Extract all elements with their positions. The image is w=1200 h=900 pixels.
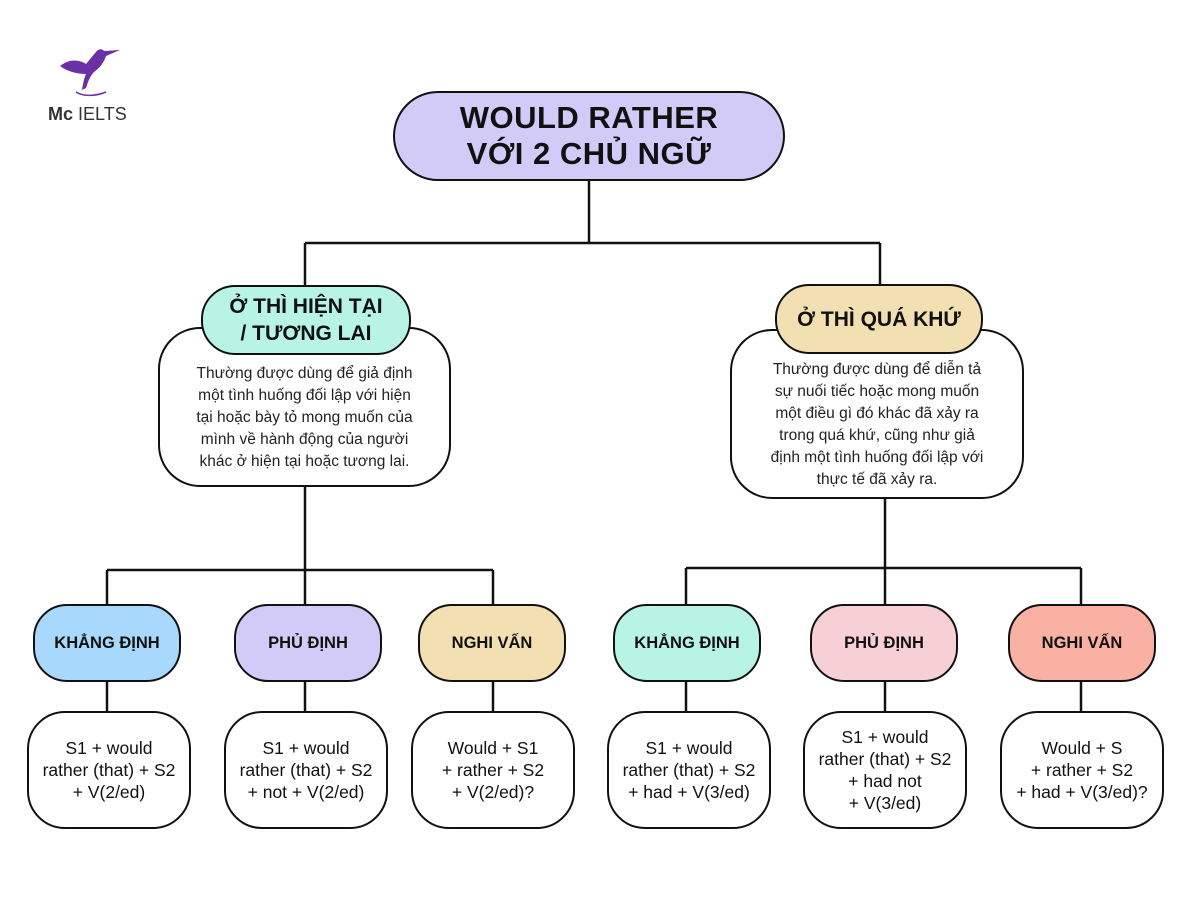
present-negative-formula: S1 + would rather (that) + S2 + not + V(… xyxy=(224,711,388,829)
present-negative-label: PHỦ ĐỊNH xyxy=(234,604,382,682)
logo-text: Mc IELTS xyxy=(48,104,127,124)
past-question-label: NGHI VẤN xyxy=(1008,604,1156,682)
present-question-formula: Would + S1 + rather + S2 + V(2/ed)? xyxy=(411,711,575,829)
present-question-label: NGHI VẤN xyxy=(418,604,566,682)
hummingbird-icon xyxy=(60,49,120,97)
past-description: Thường được dùng để diễn tả sự nuối tiếc… xyxy=(730,329,1024,499)
logo: Mc IELTS xyxy=(46,44,136,134)
branch-past: Ở THÌ QUÁ KHỨ xyxy=(775,284,983,354)
past-affirmative-label: KHẲNG ĐỊNH xyxy=(613,604,761,682)
diagram-title: WOULD RATHER VỚI 2 CHỦ NGỮ xyxy=(393,91,785,181)
past-negative-label: PHỦ ĐỊNH xyxy=(810,604,958,682)
branch-present-future: Ở THÌ HIỆN TẠI / TƯƠNG LAI xyxy=(201,285,411,355)
present-affirmative-label: KHẲNG ĐỊNH xyxy=(33,604,181,682)
present-affirmative-formula: S1 + would rather (that) + S2 + V(2/ed) xyxy=(27,711,191,829)
past-affirmative-formula: S1 + would rather (that) + S2 + had + V(… xyxy=(607,711,771,829)
past-question-formula: Would + S + rather + S2 + had + V(3/ed)? xyxy=(1000,711,1164,829)
past-negative-formula: S1 + would rather (that) + S2 + had not … xyxy=(803,711,967,829)
